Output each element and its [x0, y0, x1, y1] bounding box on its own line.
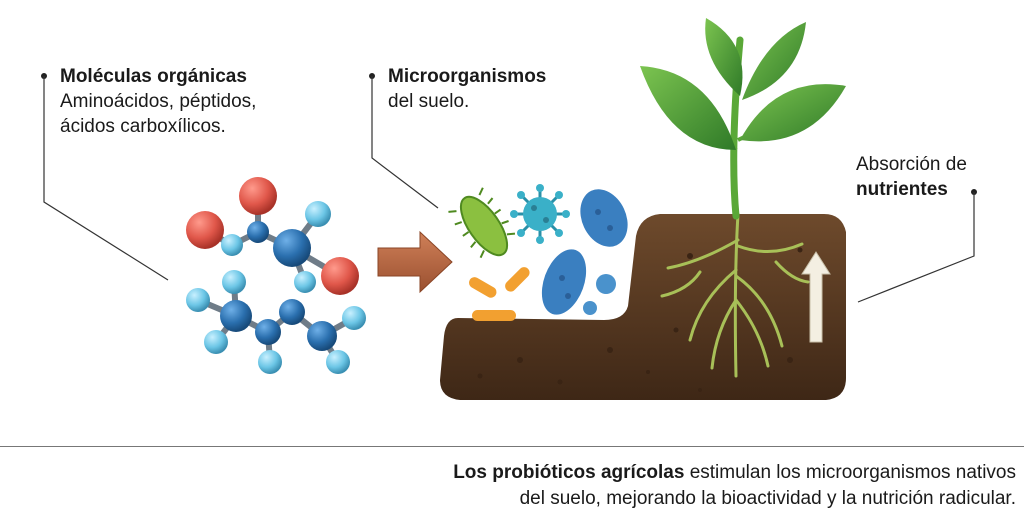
- caption-line1: Los probióticos agrícolas estimulan los …: [296, 460, 1016, 486]
- absorption-label: Absorción de nutrientes: [856, 152, 967, 202]
- atom-dark-blue: [307, 321, 337, 351]
- absorption-line1: Absorción de: [856, 154, 967, 175]
- atom-light-blue: [305, 201, 331, 227]
- atom-red: [186, 211, 224, 249]
- atom-dark-blue: [220, 300, 252, 332]
- soil-block-icon: [440, 214, 846, 400]
- caption-bold: Los probióticos agrícolas: [453, 462, 685, 483]
- divider: [0, 446, 1024, 447]
- molecule-icon: [186, 177, 366, 374]
- caption-rest: estimulan los microorganismos nativos: [684, 462, 1016, 483]
- blue-cell: [596, 274, 616, 294]
- orange-bacterium: [472, 310, 516, 321]
- atom-dark-blue: [279, 299, 305, 325]
- molecules-title: Moléculas orgánicas: [60, 66, 247, 87]
- absorption-title: nutrientes: [856, 179, 948, 200]
- atom-light-blue: [204, 330, 228, 354]
- seedling-icon: [640, 18, 846, 220]
- virus-teal: [510, 184, 570, 244]
- blue-cell: [583, 301, 597, 315]
- absorption-leader-line: [857, 192, 975, 303]
- atom-light-blue: [221, 234, 243, 256]
- molecules-leader-line: [43, 76, 169, 281]
- caption: Los probióticos agrícolas estimulan los …: [296, 460, 1016, 512]
- leaf: [640, 66, 736, 150]
- atom-light-blue: [222, 270, 246, 294]
- roots: [660, 212, 810, 378]
- atom-dark-blue: [255, 319, 281, 345]
- atom-red: [239, 177, 277, 215]
- orange-bacterium: [505, 267, 530, 292]
- up-arrow-icon: [801, 251, 831, 343]
- right-arrow-icon: [377, 230, 453, 294]
- leaf: [742, 22, 806, 100]
- atom-light-blue: [186, 288, 210, 312]
- atom-light-blue: [258, 350, 282, 374]
- atom-red: [321, 257, 359, 295]
- leader-lines: [41, 73, 977, 303]
- leaf: [740, 84, 846, 142]
- molecules-line2: ácidos carboxílicos.: [60, 116, 226, 137]
- orange-bacterium: [469, 277, 497, 298]
- atom-dark-blue: [273, 229, 311, 267]
- molecules-line1: Aminoácidos, péptidos,: [60, 91, 257, 112]
- leaf: [705, 18, 743, 96]
- green-bacterium: [448, 187, 516, 259]
- microorganisms: [448, 184, 628, 321]
- atom-light-blue: [342, 306, 366, 330]
- microorganisms-title: Microorganismos: [388, 66, 547, 87]
- caption-line2: del suelo, mejorando la bioactividad y l…: [519, 488, 1016, 509]
- molecules-label: Moléculas orgánicas Aminoácidos, péptido…: [60, 64, 256, 139]
- microorganisms-line1: del suelo.: [388, 91, 470, 112]
- atom-light-blue: [326, 350, 350, 374]
- microorganisms-leader-line: [371, 76, 439, 209]
- blue-bacterium: [541, 249, 587, 315]
- atom-light-blue: [294, 271, 316, 293]
- microorganisms-label: Microorganismos del suelo.: [388, 64, 546, 114]
- blue-bacterium: [580, 189, 628, 247]
- atom-dark-blue: [247, 221, 269, 243]
- soil-pebbles: [477, 247, 803, 392]
